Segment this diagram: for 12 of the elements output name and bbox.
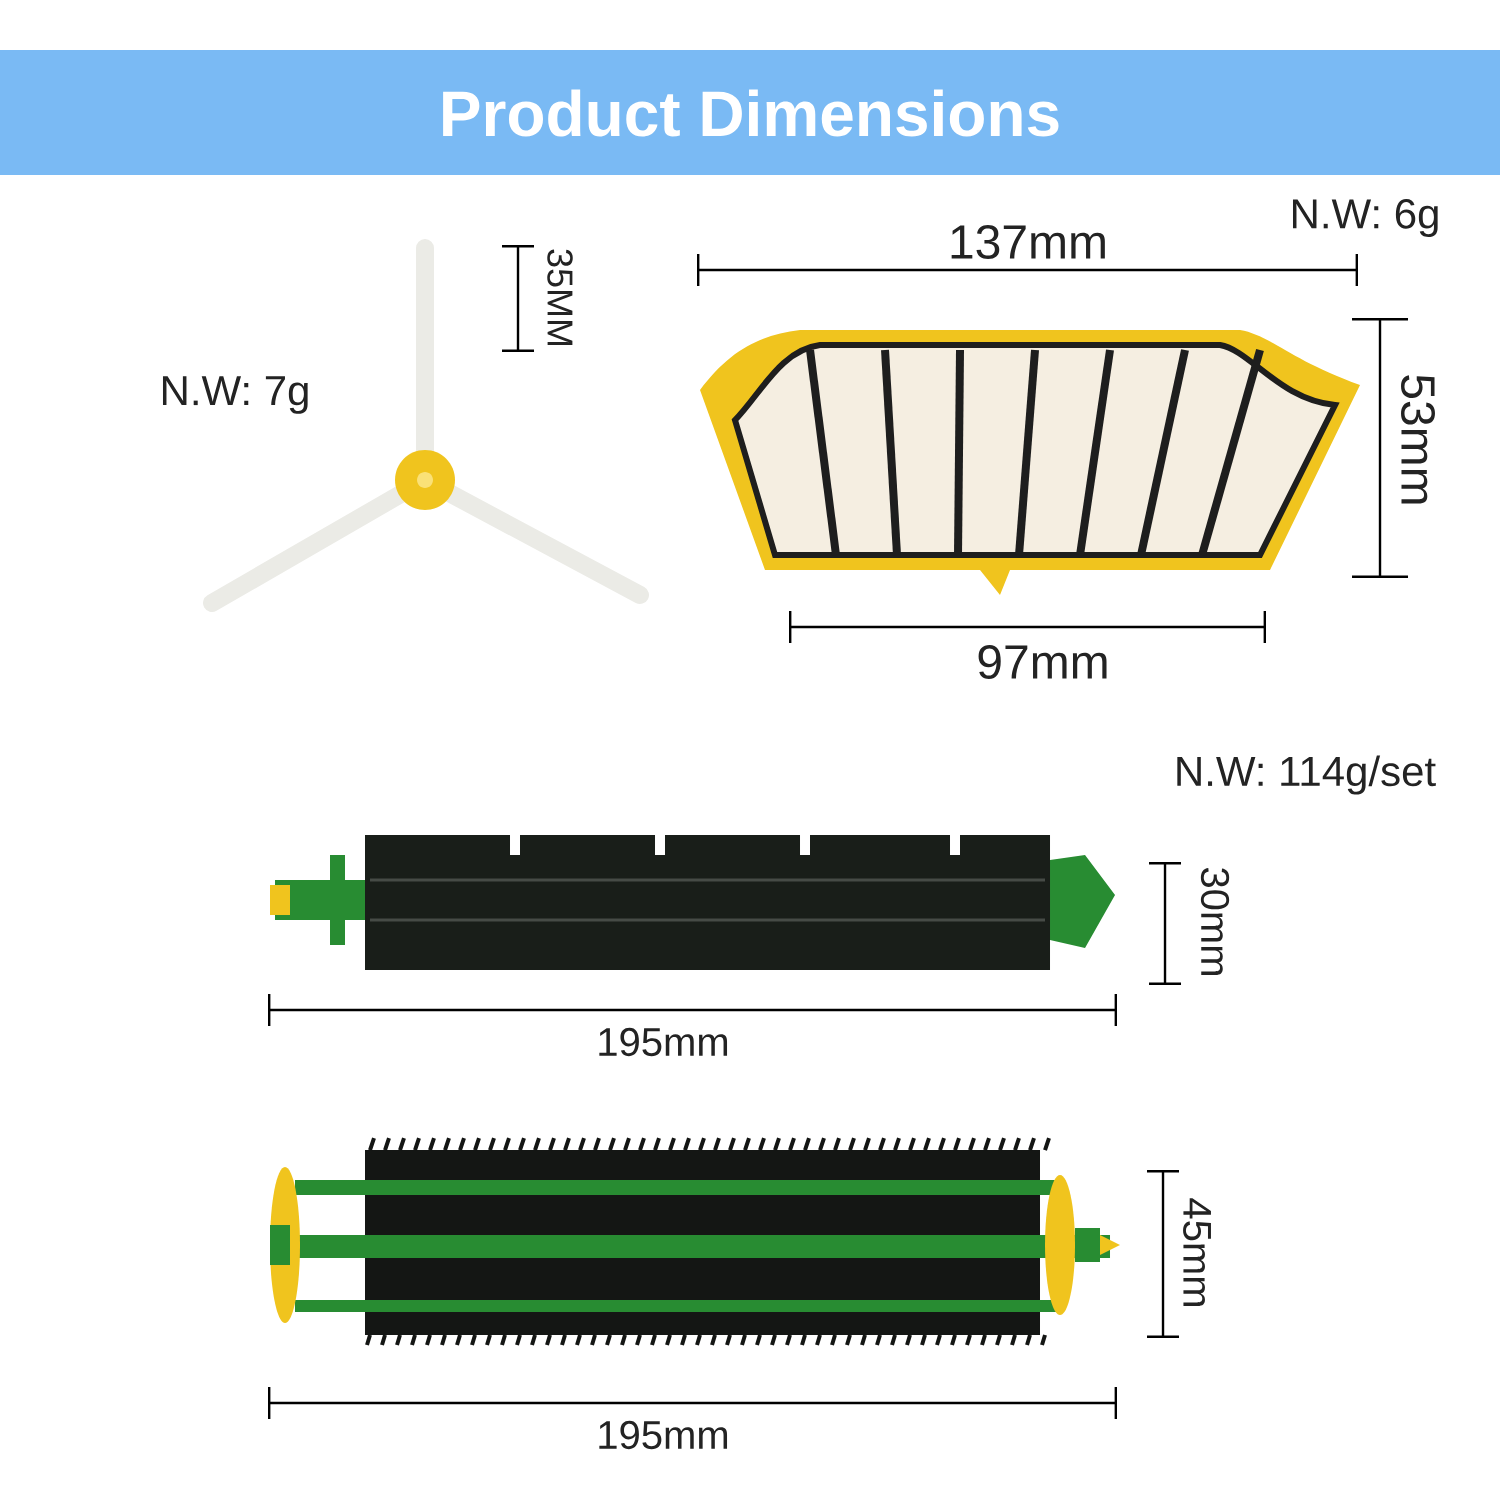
dimension-label: 97mm — [978, 645, 1107, 679]
title-banner: Product Dimensions — [0, 50, 1500, 175]
weight-label: N.W: 114g/set — [1177, 755, 1436, 795]
dimension-label: 137mm — [951, 225, 1105, 259]
dimension-label: 30mm — [1200, 868, 1230, 975]
dimension-label: 195mm — [599, 1420, 728, 1450]
weight-label: N.W: 6g — [1293, 199, 1438, 238]
dimension-label: 195mm — [599, 1027, 728, 1057]
weight-label: N.W: 7g — [163, 376, 308, 414]
dimension-label: 53mm — [1401, 375, 1435, 504]
dimension-label: 35MM — [547, 249, 573, 346]
dimension-label: 45mm — [1183, 1198, 1211, 1306]
